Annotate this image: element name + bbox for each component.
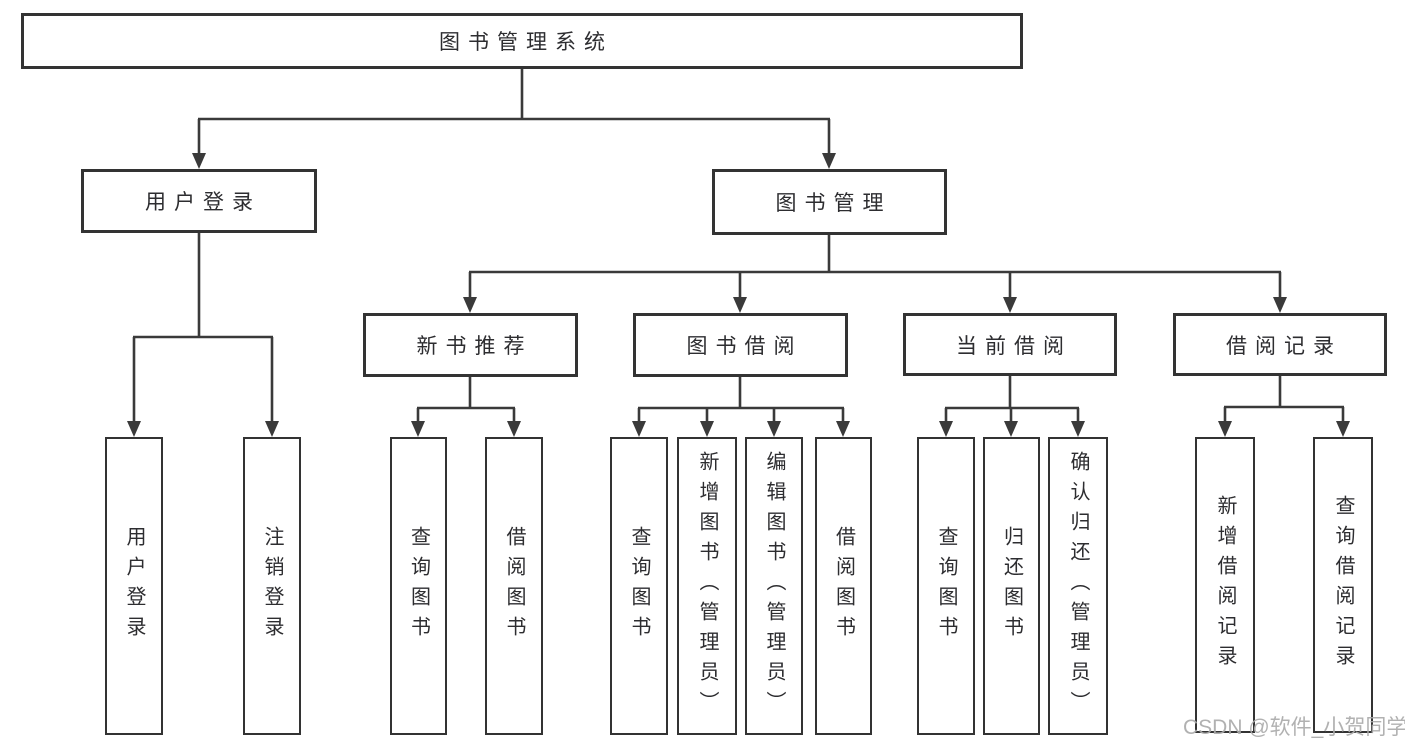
branch-borrow-records bbox=[1218, 376, 1350, 437]
node-book-management-label: 图书管理 bbox=[775, 192, 892, 215]
node-book-borrow-label: 图书借阅 bbox=[686, 335, 803, 358]
leaf-add-book-admin: 新增图书（管理员） bbox=[677, 437, 737, 735]
node-root: 图书管理系统 bbox=[21, 13, 1023, 69]
leaf-borrow-books-label: 借阅图书 bbox=[832, 526, 855, 646]
branch-root bbox=[192, 69, 836, 169]
leaf-query-books-borrow-label: 查询图书 bbox=[628, 526, 650, 646]
node-borrow-records-label: 借阅记录 bbox=[1226, 334, 1342, 358]
branch-book-management bbox=[463, 235, 1287, 313]
node-current-borrow-label: 当前借阅 bbox=[956, 334, 1072, 358]
leaf-borrow-books: 借阅图书 bbox=[815, 437, 872, 735]
leaf-add-borrow-record-label: 新增借阅记录 bbox=[1214, 495, 1236, 675]
leaf-add-borrow-record: 新增借阅记录 bbox=[1195, 437, 1255, 733]
node-user-login-label: 用户登录 bbox=[145, 191, 261, 214]
leaf-borrow-books-recommend: 借阅图书 bbox=[485, 437, 543, 735]
branch-user-login bbox=[127, 233, 279, 437]
leaf-add-book-admin-label: 新增图书（管理员） bbox=[696, 451, 718, 721]
leaf-confirm-return-admin: 确认归还（管理员） bbox=[1048, 437, 1108, 735]
leaf-confirm-return-admin-label: 确认归还（管理员） bbox=[1067, 451, 1089, 721]
leaf-borrow-books-recommend-label: 借阅图书 bbox=[503, 526, 525, 646]
branch-current-borrow bbox=[939, 376, 1085, 437]
node-book-management: 图书管理 bbox=[712, 169, 947, 235]
leaf-edit-book-admin-label: 编辑图书（管理员） bbox=[763, 451, 785, 721]
leaf-logout-label: 注销登录 bbox=[261, 526, 283, 646]
branch-new-book-recommend bbox=[411, 377, 521, 437]
leaf-return-book: 归还图书 bbox=[983, 437, 1040, 735]
leaf-query-books-current: 查询图书 bbox=[917, 437, 975, 735]
node-new-book-recommend-label: 新书推荐 bbox=[416, 335, 533, 358]
leaf-logout: 注销登录 bbox=[243, 437, 301, 735]
leaf-query-books-recommend: 查询图书 bbox=[390, 437, 447, 735]
leaf-return-book-label: 归还图书 bbox=[1000, 526, 1023, 646]
leaf-user-login-label: 用户登录 bbox=[123, 526, 145, 646]
node-root-label: 图书管理系统 bbox=[439, 31, 613, 54]
branch-book-borrow bbox=[632, 377, 850, 437]
node-book-borrow: 图书借阅 bbox=[633, 313, 848, 377]
leaf-user-login: 用户登录 bbox=[105, 437, 163, 735]
leaf-query-books-current-label: 查询图书 bbox=[935, 526, 957, 646]
node-new-book-recommend: 新书推荐 bbox=[363, 313, 578, 377]
node-user-login: 用户登录 bbox=[81, 169, 317, 233]
leaf-edit-book-admin: 编辑图书（管理员） bbox=[745, 437, 803, 735]
csdn-watermark: CSDN @软件_小贺同学 bbox=[1183, 716, 1405, 739]
node-current-borrow: 当前借阅 bbox=[903, 313, 1117, 376]
leaf-query-borrow-record: 查询借阅记录 bbox=[1313, 437, 1373, 733]
node-borrow-records: 借阅记录 bbox=[1173, 313, 1387, 376]
leaf-query-books-borrow: 查询图书 bbox=[610, 437, 668, 735]
leaf-query-borrow-record-label: 查询借阅记录 bbox=[1332, 495, 1354, 675]
leaf-query-books-recommend-label: 查询图书 bbox=[407, 526, 430, 646]
